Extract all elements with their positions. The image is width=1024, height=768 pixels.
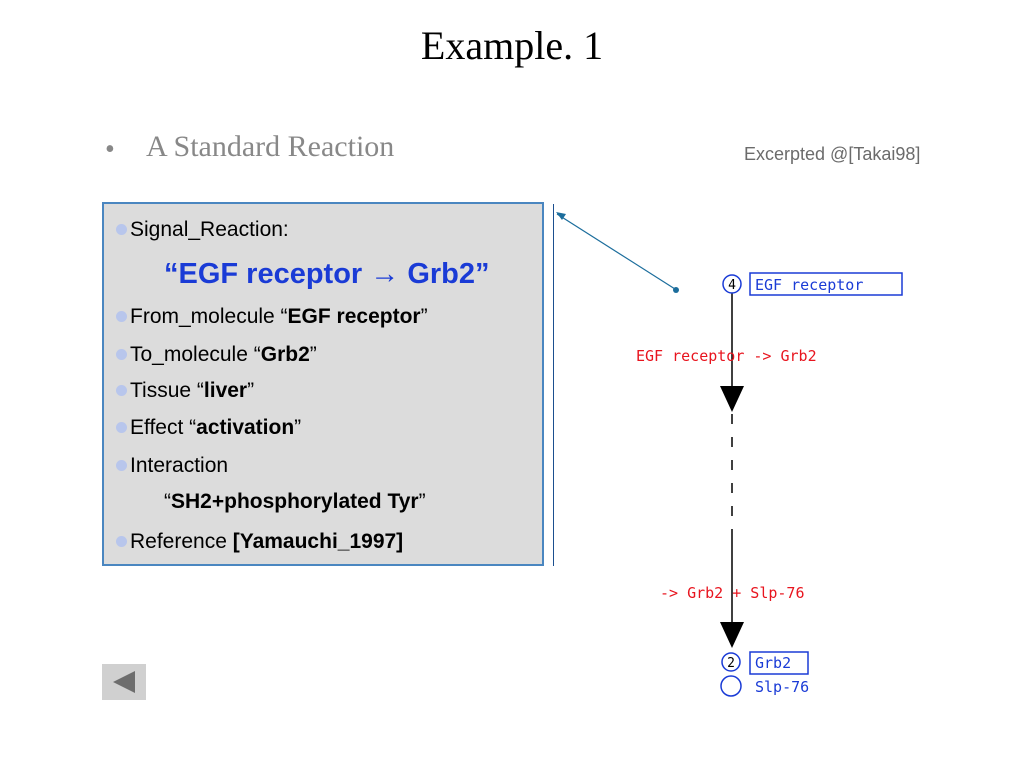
bullet-icon [116,311,127,322]
node-circle [722,274,742,294]
signal-reaction-label: Signal_Reaction: [130,218,289,241]
interaction-value-line: “SH2+phosphorylated Tyr” [164,490,426,514]
to-molecule-line: To_molecule “Grb2” [116,343,317,367]
tissue-label: Tissue “ [130,379,204,402]
reference-line: Reference [Yamauchi_1997] [116,530,403,554]
quote-close: ” [247,379,255,402]
node-label-box [749,272,903,296]
to-molecule-label: To_molecule “ [130,343,261,366]
quote-open: “ [164,490,171,513]
node-circle [720,675,742,697]
to-molecule-value: Grb2 [260,343,310,366]
bullet-icon [116,422,127,433]
node-label: Grb2 [755,654,791,672]
bullet-icon [116,460,127,471]
quote-close: ” [309,343,317,366]
back-button[interactable] [102,664,146,700]
bullet-text: A Standard Reaction [146,130,395,163]
arrowhead-down-icon [720,622,744,648]
excerpt-credit: Excerpted @[Takai98] [744,144,921,164]
from-molecule-line: From_molecule “EGF receptor” [116,305,428,329]
pointer-arrowhead [556,212,566,220]
quote-close: ” [418,490,426,513]
interaction-label: Interaction [130,454,229,477]
reaction-label: -> Grb2 + Slp-76 [660,584,805,602]
slide-title: Example. 1 [420,23,604,68]
reference-label: Reference [130,530,233,553]
effect-value: activation [196,416,295,439]
node-number: 4 [728,278,736,293]
bullet-icon: • [105,134,115,165]
signal-reaction-line: Signal_Reaction: [116,218,289,242]
effect-line: Effect “activation” [116,416,301,440]
bullet-icon [116,224,127,235]
pointer-line [556,213,676,290]
quote-close: ” [294,416,302,439]
box-side-line [553,204,554,566]
node-label: EGF receptor [755,276,863,294]
left-triangle-icon [113,671,135,693]
reaction-info-box: Signal_Reaction: “EGF receptor → Grb2” F… [102,202,544,566]
arrowhead-down-icon [720,386,744,412]
node-label-box [749,651,809,675]
interaction-line: Interaction [116,454,228,478]
reaction-name: “EGF receptor → Grb2” [164,258,490,290]
interaction-value: SH2+phosphorylated Tyr [171,490,419,513]
from-molecule-label: From_molecule “ [130,305,288,328]
effect-label: Effect “ [130,416,197,439]
node-label: Slp-76 [755,678,809,696]
from-molecule-value: EGF receptor [287,305,421,328]
reference-value: [Yamauchi_1997] [232,530,404,553]
node-circle [721,652,741,672]
bullet-icon [116,349,127,360]
tissue-line: Tissue “liver” [116,379,254,403]
pointer-dot [673,287,679,293]
bullet-icon [116,385,127,396]
tissue-value: liver [203,379,248,402]
quote-close: ” [420,305,428,328]
reaction-label: EGF receptor -> Grb2 [636,347,817,365]
bullet-icon [116,536,127,547]
node-number: 2 [727,656,735,671]
